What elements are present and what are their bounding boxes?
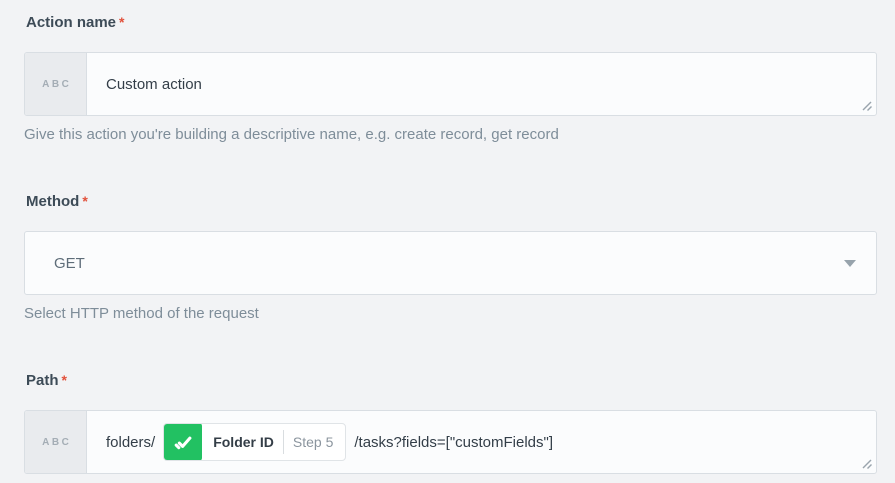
action-name-input[interactable]: ABC Custom action — [24, 52, 877, 116]
path-label: Path* — [26, 371, 877, 390]
path-value[interactable]: folders/ Folder ID Step 5 /tasks?fields=… — [87, 411, 553, 473]
token-step-badge: Step 5 — [292, 434, 334, 450]
method-section: Method* GET Select HTTP method of the re… — [24, 192, 877, 323]
method-helper: Select HTTP method of the request — [24, 305, 259, 322]
token-divider — [282, 430, 284, 454]
custom-action-form: Action name* ABC Custom action Give this… — [24, 13, 877, 474]
path-input[interactable]: ABC folders/ Folder ID Step 5 /tasks?fie… — [24, 410, 877, 474]
required-marker: * — [82, 193, 88, 209]
chevron-down-icon — [844, 260, 856, 267]
folder-id-token[interactable]: Folder ID Step 5 — [163, 423, 347, 461]
checkmark-icon — [174, 436, 192, 450]
path-value-prefix: folders/ — [106, 433, 156, 451]
resize-handle-icon[interactable] — [861, 100, 872, 111]
path-label-text: Path — [26, 372, 59, 389]
path-value-suffix: /tasks?fields=["customFields"] — [354, 433, 553, 451]
method-selected-value: GET — [54, 254, 85, 272]
required-marker: * — [119, 14, 125, 30]
method-label-text: Method — [26, 193, 80, 210]
text-type-badge: ABC — [25, 411, 87, 473]
action-name-label-text: Action name — [26, 14, 117, 31]
token-field-name: Folder ID — [213, 434, 274, 450]
action-name-helper: Give this action you're building a descr… — [24, 126, 559, 143]
action-name-value[interactable]: Custom action — [106, 75, 202, 93]
path-section: Path* ABC folders/ Folder ID Step 5 /ta — [24, 371, 877, 474]
action-name-section: Action name* ABC Custom action Give this… — [24, 13, 877, 144]
text-type-badge: ABC — [25, 53, 87, 115]
required-marker: * — [61, 372, 67, 388]
resize-handle-icon[interactable] — [861, 458, 872, 469]
app-icon-box — [164, 424, 203, 460]
action-name-label: Action name* — [26, 13, 877, 32]
method-label: Method* — [26, 192, 877, 211]
method-select[interactable]: GET — [24, 231, 877, 295]
